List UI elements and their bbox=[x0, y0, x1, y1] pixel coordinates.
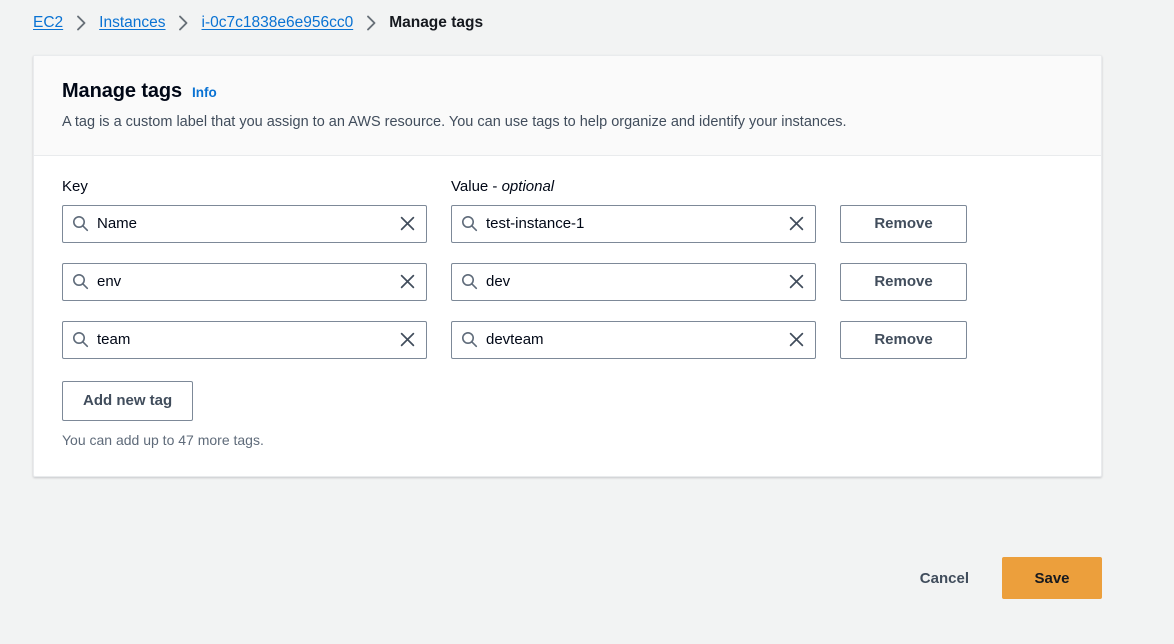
breadcrumb-item-instances[interactable]: Instances bbox=[99, 14, 166, 31]
search-icon bbox=[63, 273, 97, 290]
info-link[interactable]: Info bbox=[192, 85, 217, 100]
remove-tag-button[interactable]: Remove bbox=[840, 262, 967, 301]
add-new-tag-button[interactable]: Add new tag bbox=[62, 380, 194, 421]
close-icon[interactable] bbox=[777, 215, 815, 232]
remove-tag-button[interactable]: Remove bbox=[840, 320, 967, 359]
tag-value-input[interactable]: test-instance-1 bbox=[451, 204, 816, 243]
card-title-row: Manage tags Info bbox=[62, 80, 1073, 103]
card-body: Key Value - optional Name bbox=[34, 156, 1101, 476]
breadcrumb-item-ec2[interactable]: EC2 bbox=[33, 14, 64, 31]
form-actions: Cancel Save bbox=[33, 557, 1102, 599]
tag-key-input[interactable]: team bbox=[62, 320, 427, 359]
close-icon[interactable] bbox=[777, 273, 815, 290]
table-row: Name test-instance-1 bbox=[62, 204, 1073, 243]
close-icon[interactable] bbox=[388, 273, 426, 290]
column-header-value: Value - optional bbox=[451, 178, 554, 195]
card-header: Manage tags Info A tag is a custom label… bbox=[34, 56, 1101, 156]
tag-limit-helper-text: You can add up to 47 more tags. bbox=[62, 431, 264, 448]
tag-value-input[interactable]: dev bbox=[451, 262, 816, 301]
breadcrumb: EC2 Instances i-0c7c1838e6e956cc0 Manage… bbox=[0, 0, 1174, 46]
search-icon bbox=[452, 331, 486, 348]
table-row: env dev bbox=[62, 262, 1073, 301]
tag-value-value: dev bbox=[486, 273, 511, 291]
column-header-value-prefix: Value - bbox=[451, 177, 502, 195]
card-description: A tag is a custom label that you assign … bbox=[62, 114, 847, 130]
column-header-value-optional: optional bbox=[501, 177, 555, 195]
search-icon bbox=[452, 273, 486, 290]
tag-key-input[interactable]: Name bbox=[62, 204, 427, 243]
manage-tags-card: Manage tags Info A tag is a custom label… bbox=[33, 55, 1102, 477]
search-icon bbox=[63, 331, 97, 348]
chevron-right-icon bbox=[353, 15, 389, 31]
search-icon bbox=[63, 215, 97, 232]
breadcrumb-item-current: Manage tags bbox=[389, 14, 484, 31]
save-button[interactable]: Save bbox=[1002, 557, 1102, 599]
remove-tag-button[interactable]: Remove bbox=[840, 204, 967, 243]
table-row: team devteam bbox=[62, 320, 1073, 359]
tag-value-value: devteam bbox=[486, 331, 544, 349]
column-header-key: Key bbox=[62, 177, 88, 195]
close-icon[interactable] bbox=[388, 215, 426, 232]
tag-key-value: team bbox=[97, 331, 131, 349]
close-icon[interactable] bbox=[388, 331, 426, 348]
chevron-right-icon bbox=[166, 15, 202, 31]
tag-value-value: test-instance-1 bbox=[486, 215, 585, 233]
column-headers: Key Value - optional bbox=[62, 178, 1073, 195]
page-title: Manage tags bbox=[62, 80, 183, 102]
search-icon bbox=[452, 215, 486, 232]
tag-key-value: env bbox=[97, 273, 122, 291]
tag-value-input[interactable]: devteam bbox=[451, 320, 816, 359]
cancel-button[interactable]: Cancel bbox=[907, 558, 982, 598]
close-icon[interactable] bbox=[777, 331, 815, 348]
tag-key-input[interactable]: env bbox=[62, 262, 427, 301]
chevron-right-icon bbox=[63, 15, 99, 31]
breadcrumb-item-instance-id[interactable]: i-0c7c1838e6e956cc0 bbox=[201, 14, 354, 31]
tag-key-value: Name bbox=[97, 215, 138, 233]
